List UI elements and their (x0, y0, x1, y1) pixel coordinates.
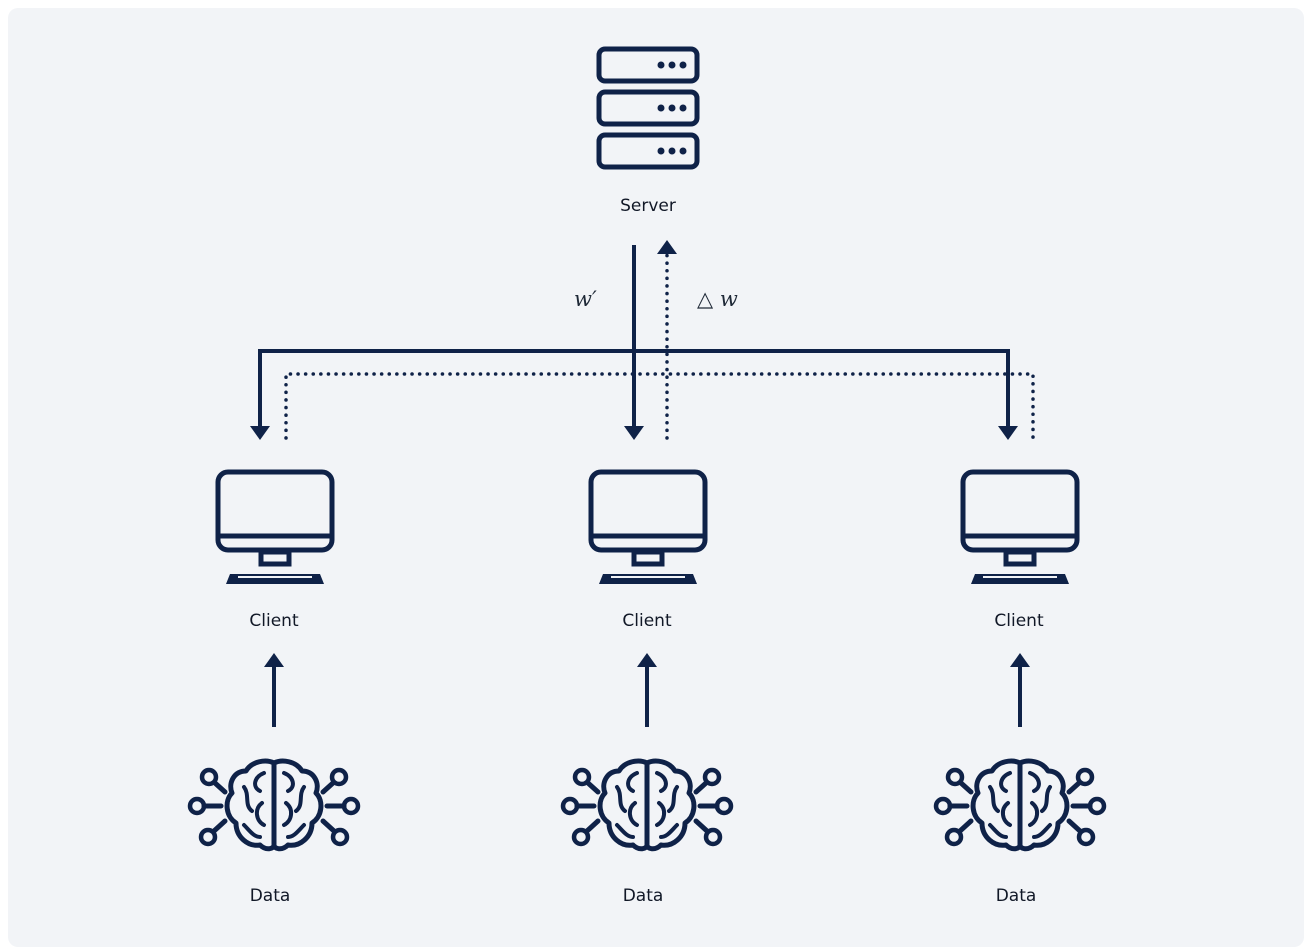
download-weights-label: w′ (574, 287, 597, 311)
brain-network-icon (190, 761, 358, 849)
download-arrowheads (250, 426, 1018, 440)
server-label: Server (620, 196, 676, 216)
data-label: Data (995, 886, 1037, 906)
data-to-client-arrows (264, 653, 1030, 727)
upload-flow (284, 252, 1035, 440)
brain-network-icon (563, 761, 731, 849)
data-label: Data (622, 886, 664, 906)
client-label: Client (249, 611, 299, 631)
brain-network-icon (936, 761, 1104, 849)
desktop-monitor-icon (963, 472, 1077, 584)
data-label: Data (249, 886, 291, 906)
client-label: Client (622, 611, 672, 631)
upload-arrowhead (657, 240, 677, 254)
desktop-monitor-icon (591, 472, 705, 584)
download-flow (258, 245, 1010, 428)
desktop-monitor-icon (218, 472, 332, 584)
upload-gradient-label: △ w (697, 287, 738, 311)
server-rack-icon (596, 46, 700, 170)
client-label: Client (994, 611, 1044, 631)
